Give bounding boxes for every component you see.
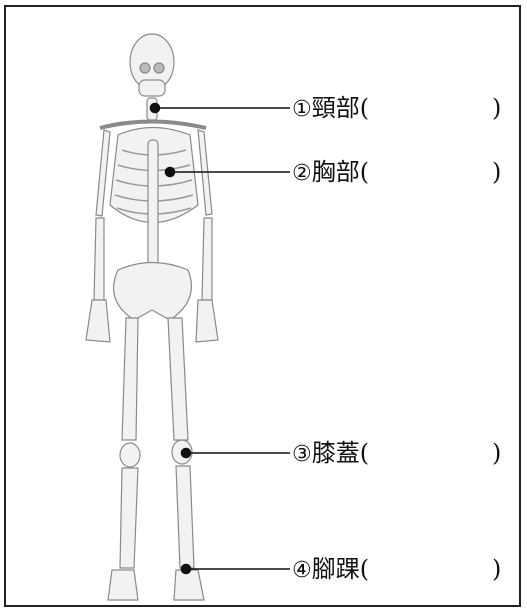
jaw [139, 80, 165, 96]
left-foot [108, 570, 138, 600]
pointer-dot-neck [151, 104, 160, 113]
pelvis [114, 263, 192, 321]
left-patella [120, 443, 140, 467]
pointer-dot-ankle [182, 565, 191, 574]
label-knee-close: ) [492, 439, 501, 467]
right-tibia [176, 466, 194, 568]
right-foot [174, 570, 204, 600]
left-tibia [120, 468, 138, 568]
left-forearm [94, 218, 104, 300]
label-chest-close: ) [492, 158, 501, 186]
pointer-dot-knee [182, 449, 191, 458]
label-neck: ①頸部( [292, 94, 369, 124]
spine [148, 140, 158, 270]
right-hand [196, 300, 218, 342]
left-femur [122, 318, 138, 440]
left-humerus [96, 130, 110, 216]
right-femur [168, 318, 188, 440]
right-forearm [202, 218, 212, 300]
label-ankle-close: ) [492, 555, 501, 583]
label-ankle: ④腳踝( [292, 555, 369, 585]
left-hand [86, 300, 110, 342]
label-neck-close: ) [492, 94, 501, 122]
label-chest: ②胸部( [292, 158, 369, 188]
label-knee: ③膝蓋( [292, 439, 369, 469]
pointer-dot-chest [166, 168, 175, 177]
